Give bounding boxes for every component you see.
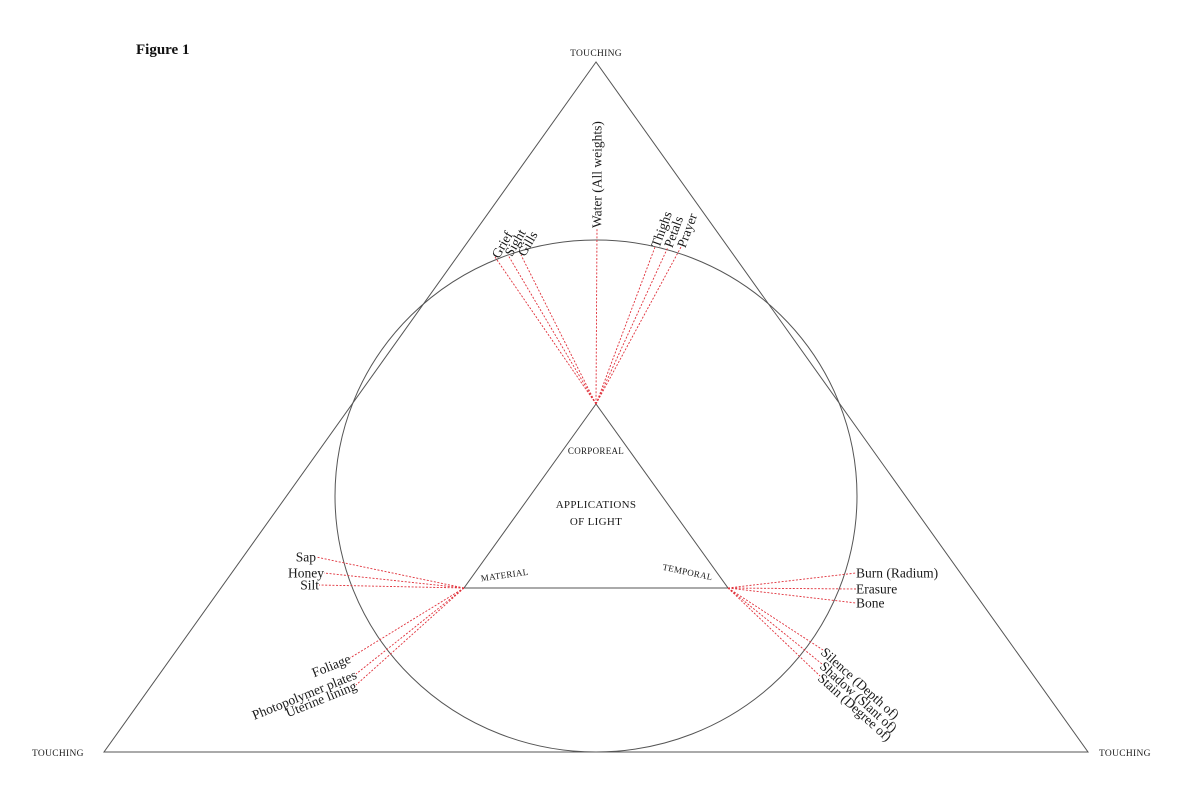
connector-stain-degree-of <box>727 587 821 677</box>
label-bone: Bone <box>856 596 885 611</box>
label-water-all-weights: Water (All weights) <box>590 121 605 228</box>
label-sap: Sap <box>296 550 317 565</box>
connector-grief <box>494 256 597 405</box>
inner-vertex-temporal-label: TEMPORAL <box>662 562 714 582</box>
connector-thighs <box>595 246 656 405</box>
connector-silence-depth-of <box>727 587 824 651</box>
connector-lines <box>315 227 857 686</box>
label-burn-radium: Burn (Radium) <box>856 566 938 581</box>
connector-burn-radium <box>727 572 857 589</box>
connector-gills <box>520 254 597 405</box>
connector-sap <box>315 556 465 589</box>
figure-title: Figure 1 <box>136 42 190 58</box>
label-erasure: Erasure <box>856 582 897 597</box>
connector-prayer <box>595 246 682 405</box>
connector-sight <box>507 254 597 405</box>
connector-petals <box>595 246 669 405</box>
label-silt: Silt <box>300 578 319 593</box>
label-honey: Honey <box>288 566 324 581</box>
connector-photopolymer-plates <box>355 587 465 675</box>
connector-honey <box>323 572 465 589</box>
outer-vertex-left-label: TOUCHING <box>32 749 84 759</box>
connector-foliage <box>349 587 465 659</box>
outer-vertex-top-label: TOUCHING <box>570 49 622 59</box>
center-label-line-2: OF LIGHT <box>570 516 622 528</box>
inscribed-circle <box>334 239 858 753</box>
connector-silt <box>318 584 465 589</box>
outer-vertex-right-label: TOUCHING <box>1099 749 1151 759</box>
center-label-line-1: APPLICATIONS <box>556 499 637 511</box>
connector-shadow-slant-of <box>727 587 823 665</box>
connector-water-all-weights <box>595 227 598 405</box>
connector-erasure <box>727 587 857 590</box>
inner-triangle <box>463 403 729 589</box>
inner-vertex-material-label: MATERIAL <box>480 567 529 584</box>
connector-uterine-lining <box>355 587 465 686</box>
inner-vertex-corporeal-label: CORPOREAL <box>568 446 624 456</box>
